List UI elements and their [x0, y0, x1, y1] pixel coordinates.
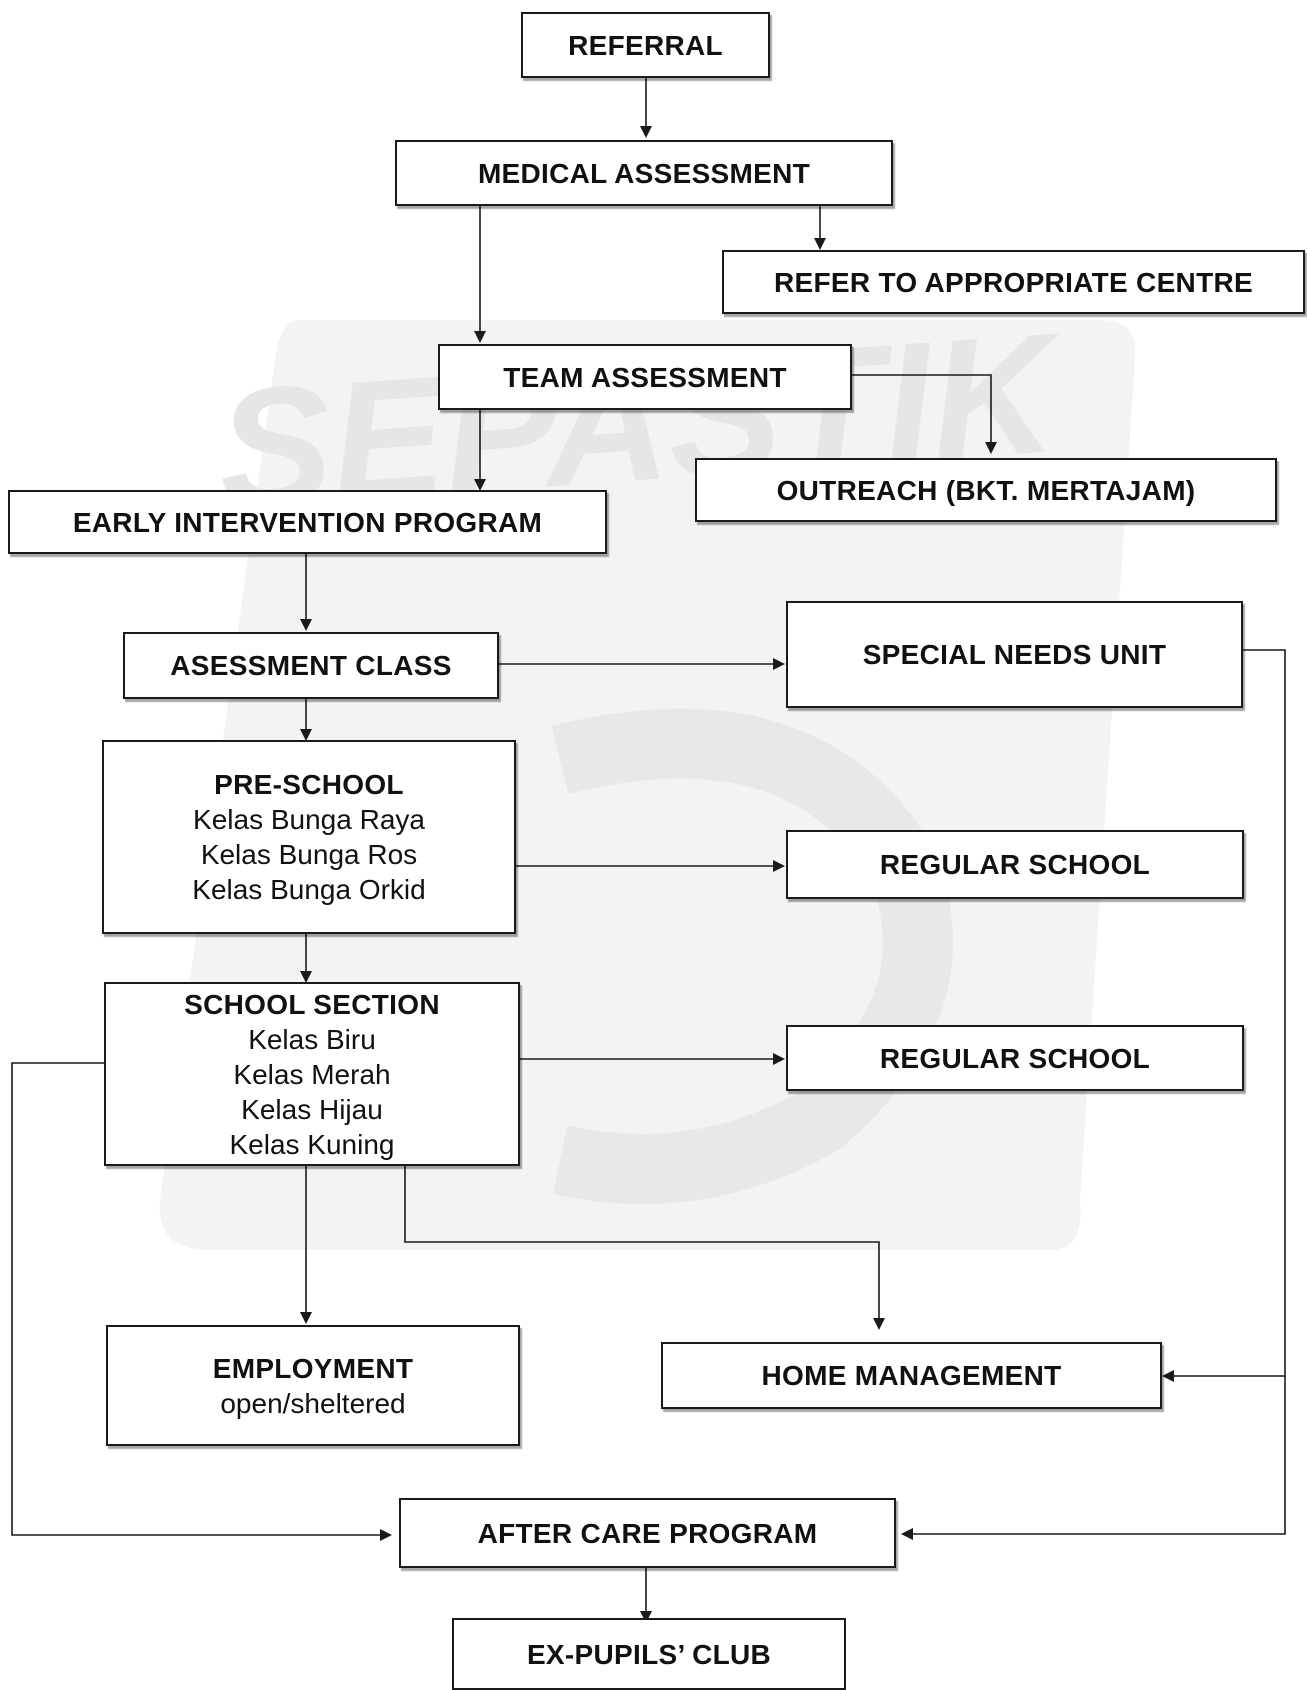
- node-outreach-title: OUTREACH (BKT. MERTAJAM): [776, 474, 1196, 506]
- node-pre-school-class: Kelas Bunga Ros: [200, 839, 418, 870]
- node-home-management: HOME MANAGEMENT: [661, 1342, 1162, 1409]
- node-employment-subtitle: open/sheltered: [220, 1387, 406, 1419]
- node-team-assessment-title: TEAM ASSESSMENT: [503, 361, 787, 393]
- node-employment: EMPLOYMENT open/sheltered: [106, 1325, 520, 1446]
- node-referral-title: REFERRAL: [568, 29, 723, 61]
- node-medical-assessment-title: MEDICAL ASSESSMENT: [477, 157, 811, 189]
- node-after-care-program: AFTER CARE PROGRAM: [399, 1498, 896, 1568]
- node-assessment-class: ASESSMENT CLASS: [123, 632, 499, 699]
- edge-team-outreach: [851, 374, 997, 454]
- node-regular-school-2: REGULAR SCHOOL: [786, 1025, 1244, 1091]
- node-referral: REFERRAL: [521, 12, 770, 78]
- edge-special-needs-after-care: [901, 1376, 1286, 1540]
- node-assessment-class-title: ASESSMENT CLASS: [170, 650, 452, 681]
- node-regular-school-1: REGULAR SCHOOL: [786, 830, 1244, 899]
- node-team-assessment: TEAM ASSESSMENT: [438, 344, 852, 410]
- node-outreach: OUTREACH (BKT. MERTAJAM): [695, 458, 1277, 522]
- node-pre-school: PRE-SCHOOL Kelas Bunga Raya Kelas Bunga …: [102, 740, 516, 934]
- node-school-section-class: Kelas Kuning: [229, 1128, 395, 1160]
- node-school-section: SCHOOL SECTION Kelas Biru Kelas Merah Ke…: [104, 982, 520, 1166]
- node-school-section-class: Kelas Hijau: [241, 1093, 383, 1125]
- edge-school-section-after-care: [11, 1062, 392, 1541]
- node-pre-school-class: Kelas Bunga Orkid: [192, 874, 426, 905]
- node-school-section-title: SCHOOL SECTION: [184, 988, 440, 1020]
- node-special-needs-unit: SPECIAL NEEDS UNIT: [786, 601, 1243, 708]
- node-school-section-class: Kelas Merah: [233, 1058, 391, 1090]
- node-early-intervention-program: EARLY INTERVENTION PROGRAM: [8, 490, 607, 554]
- node-special-needs-unit-title: SPECIAL NEEDS UNIT: [862, 639, 1167, 670]
- edge-special-needs-home-management: [1162, 649, 1286, 1382]
- node-school-section-class: Kelas Biru: [248, 1023, 376, 1055]
- node-medical-assessment: MEDICAL ASSESSMENT: [395, 140, 893, 206]
- edge-school-section-home-management: [404, 1166, 885, 1330]
- node-early-intervention-program-title: EARLY INTERVENTION PROGRAM: [72, 506, 543, 538]
- node-after-care-program-title: AFTER CARE PROGRAM: [477, 1517, 818, 1549]
- node-ex-pupils-club-title: EX-PUPILS’ CLUB: [526, 1638, 772, 1670]
- node-pre-school-class: Kelas Bunga Raya: [193, 804, 425, 835]
- node-home-management-title: HOME MANAGEMENT: [761, 1360, 1062, 1391]
- node-regular-school-1-title: REGULAR SCHOOL: [879, 849, 1151, 880]
- node-refer-appropriate-centre: REFER TO APPROPRIATE CENTRE: [722, 250, 1305, 314]
- node-pre-school-title: PRE-SCHOOL: [214, 769, 404, 800]
- node-regular-school-2-title: REGULAR SCHOOL: [879, 1042, 1151, 1074]
- node-employment-title: EMPLOYMENT: [212, 1352, 414, 1384]
- node-ex-pupils-club: EX-PUPILS’ CLUB: [452, 1618, 846, 1690]
- node-refer-appropriate-centre-title: REFER TO APPROPRIATE CENTRE: [774, 266, 1253, 298]
